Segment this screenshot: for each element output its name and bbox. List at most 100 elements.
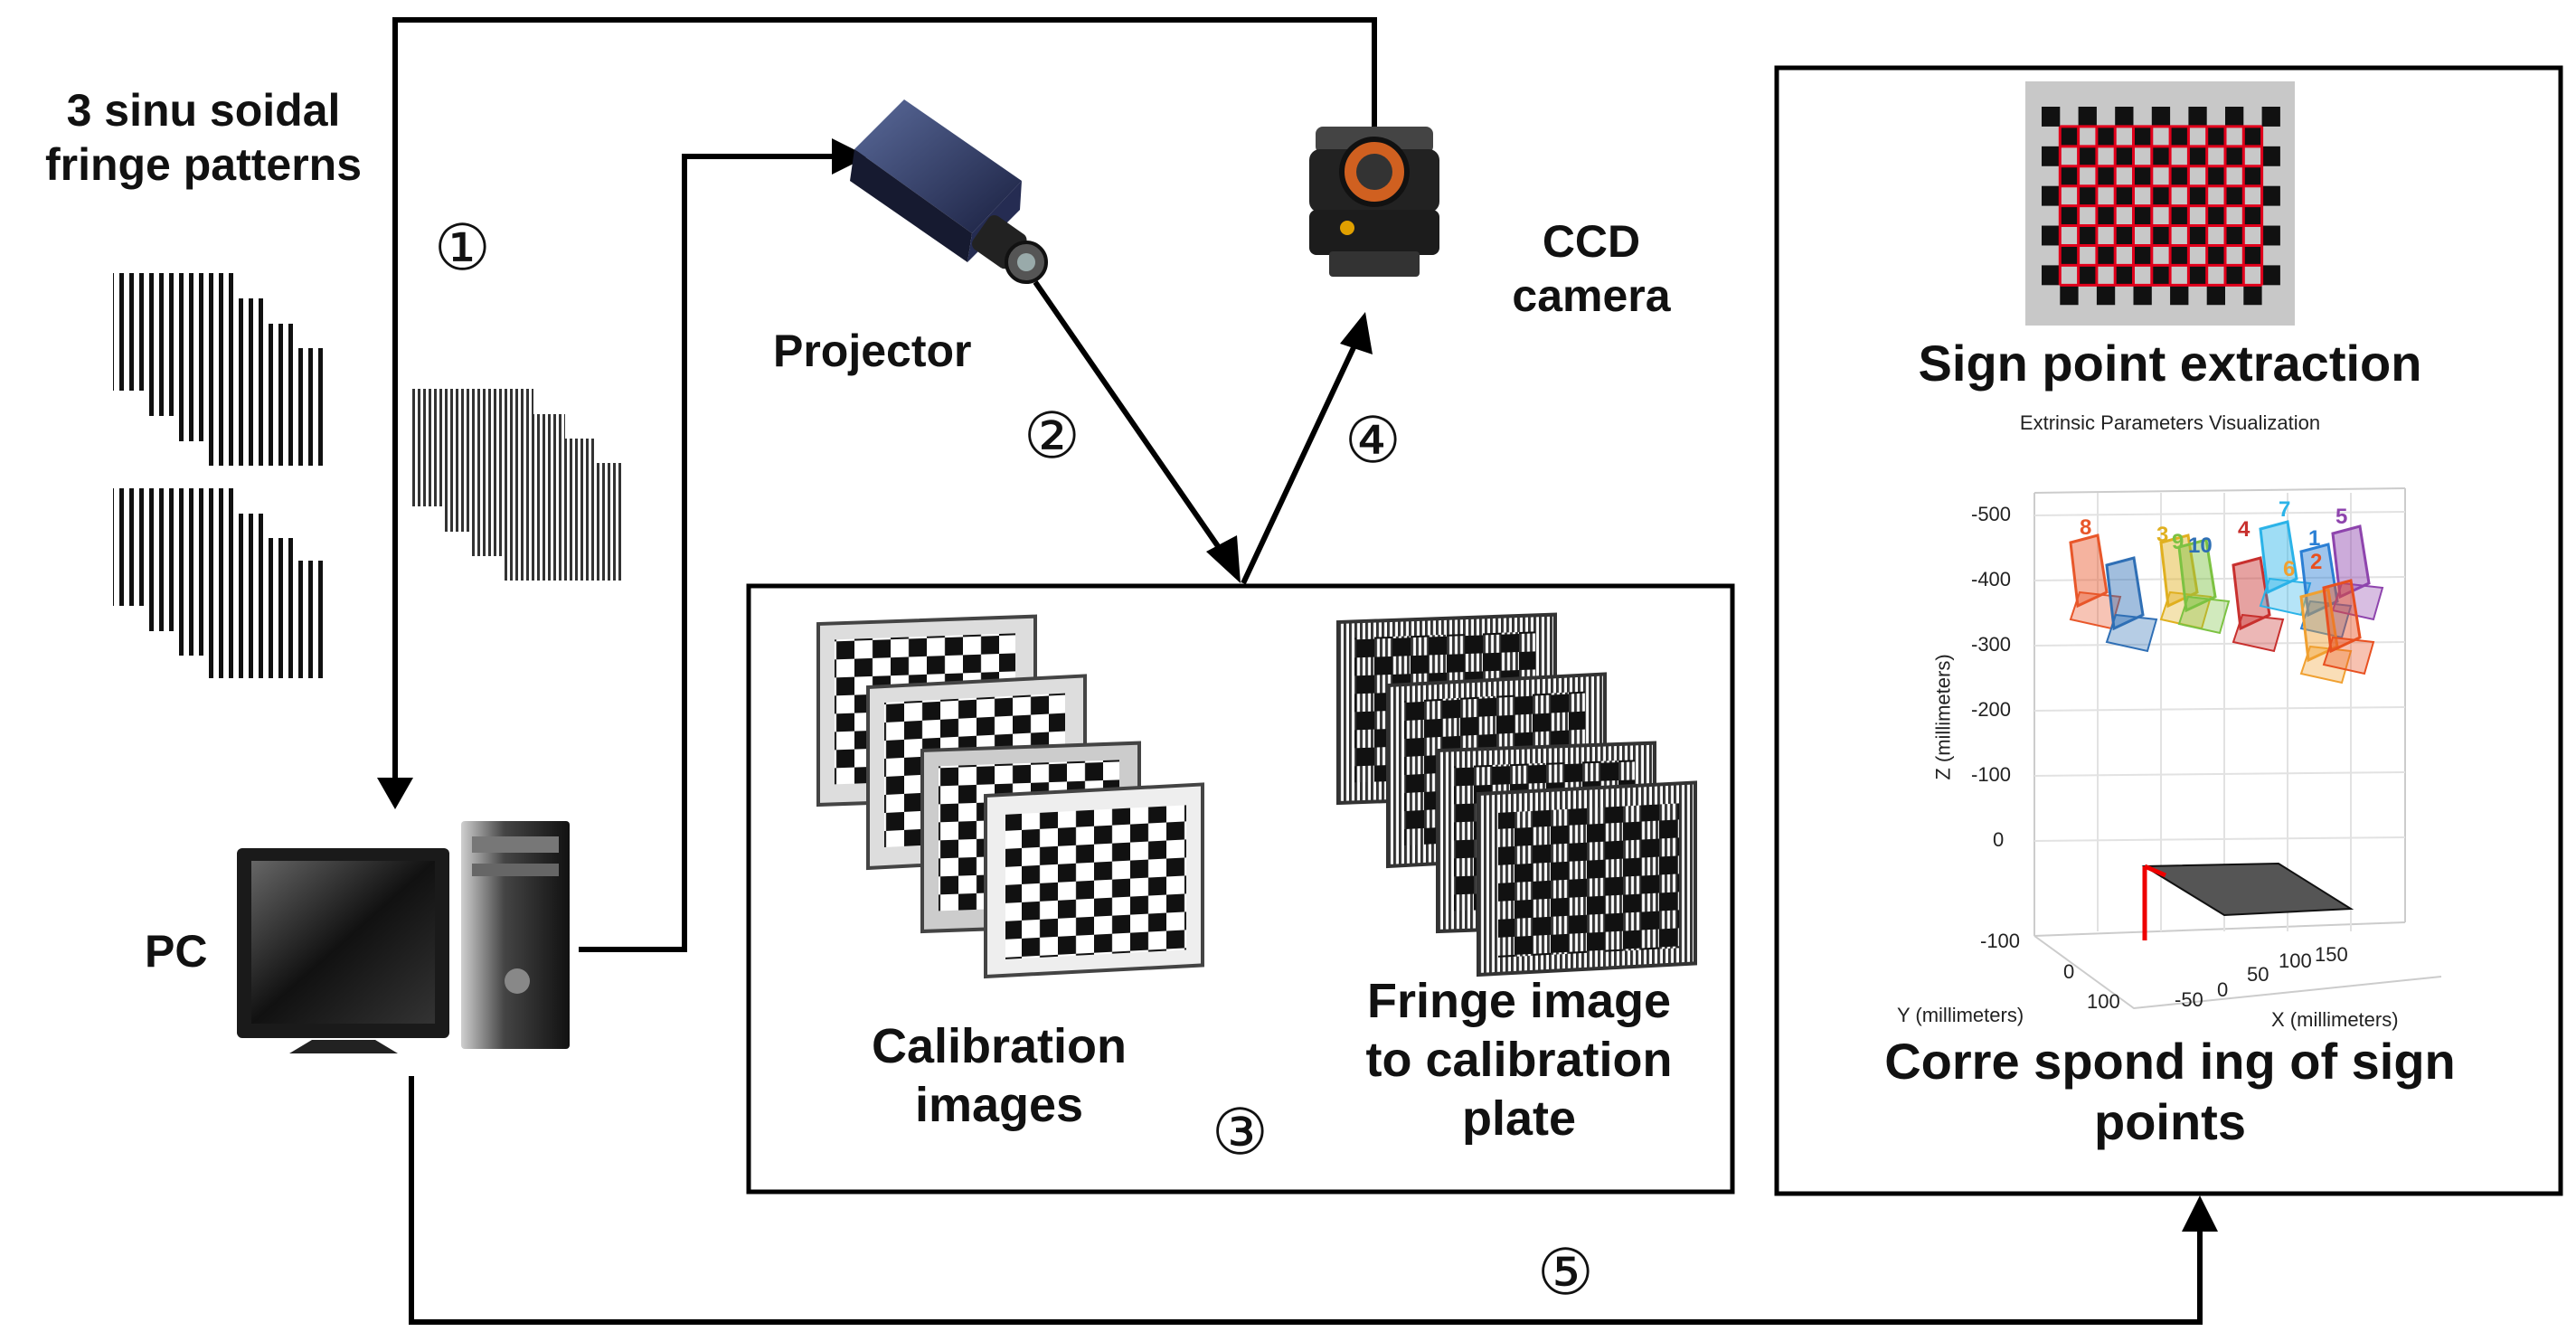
fringe-image-line1: Fringe image [1366, 974, 1672, 1028]
z-tick-label: -400 [1971, 568, 2012, 590]
camera-frustum [2331, 524, 2371, 600]
fringe-patterns-line2: fringe patterns [44, 139, 363, 190]
fringe-calibration-stack [1336, 612, 1697, 977]
calibration-box [746, 583, 1735, 1195]
arrowhead-board [1206, 535, 1241, 583]
projector-label: Projector [773, 326, 972, 376]
board-number-label: 1 [2308, 526, 2321, 551]
y-tick-label: -100 [1980, 930, 2021, 952]
arrow-camera-to-pc [392, 17, 1377, 787]
fringe-stack-1 [113, 273, 328, 466]
fringe-patterns-label: 3 sinu soidal fringe patterns [9, 83, 398, 192]
fringe-stack-3 [411, 389, 624, 581]
grid-line [2033, 641, 2406, 647]
camera-frustum [2232, 556, 2271, 631]
fringe-patterns-line1: 3 sinu soidal [66, 85, 341, 136]
fringe-image-line3: plate [1461, 1091, 1577, 1146]
board-number-label: 6 [2283, 557, 2296, 581]
extrinsic-plot [2033, 487, 2442, 1010]
grid-line [2033, 706, 2406, 712]
y-tick-label: 0 [2063, 960, 2075, 983]
board-number-label: 5 [2335, 505, 2348, 529]
step-2-label: ② [1024, 401, 1080, 471]
grid-line [2033, 771, 2406, 777]
fringe-image-label: Fringe image to calibration plate [1329, 972, 1709, 1147]
board-number-label: 4 [2238, 517, 2250, 542]
pc-monitor [237, 848, 449, 1053]
step-3-label: ③ [1212, 1097, 1269, 1167]
ccd-label-line2: camera [1512, 270, 1671, 321]
camera-frustum-base [2177, 595, 2231, 635]
board-plane [2141, 862, 2354, 917]
z-tick-label: -100 [1971, 763, 2012, 786]
results-box [1774, 65, 2563, 1196]
camera-frustum [2177, 538, 2217, 613]
x-tick-label: 0 [2217, 978, 2229, 1001]
ccd-camera-device [1309, 127, 1439, 277]
checkerboard-squares [2042, 107, 2280, 306]
camera-frustum-base [2331, 581, 2384, 621]
camera-frustum [2069, 534, 2109, 609]
camera-frustum-base [2322, 636, 2375, 675]
x-tick-label: 50 [2247, 963, 2269, 986]
step-1-label: ① [434, 212, 491, 283]
z-tick-label: -300 [1971, 633, 2012, 656]
camera-frustum-base [2232, 613, 2285, 653]
calibration-images-line1: Calibration [871, 1019, 1128, 1073]
calibration-images-line2: images [914, 1077, 1084, 1132]
x-tick-label: 150 [2315, 943, 2348, 966]
board-number-label: 8 [2080, 515, 2092, 540]
ccd-label-line1: CCD [1542, 216, 1641, 267]
camera-axis-x [2144, 864, 2166, 878]
camera-frustum-base [2259, 577, 2312, 617]
arrowhead-camera [1340, 312, 1373, 354]
arrowhead-projector [832, 138, 868, 175]
calibration-images-label: Calibration images [845, 1017, 1153, 1135]
corresponding-line2: points [2094, 1093, 2246, 1151]
corresponding-label: Corre spond ing of sign points [1795, 1031, 2545, 1152]
y-tick-label: 100 [2087, 990, 2120, 1013]
step-4-label: ④ [1345, 405, 1401, 476]
arrow-board-to-camera [1241, 340, 1359, 585]
x-tick-label: 100 [2279, 949, 2312, 972]
camera-frustum [2259, 520, 2298, 595]
arrow-pc-to-projector [579, 154, 832, 952]
camera-frustum [2299, 588, 2339, 663]
camera-frustum [2322, 579, 2362, 654]
camera-frustum-base [2105, 613, 2158, 653]
x-axis-label: X (millimeters) [2271, 1008, 2399, 1031]
board-number-label: 9 [2172, 530, 2184, 554]
z-axis-label: Z (millimeters) [1931, 654, 1955, 780]
projector-device [850, 99, 1048, 284]
y-axis-label: Y (millimeters) [1897, 1004, 2024, 1026]
z-tick-label: -200 [1971, 698, 2012, 721]
pc-label: PC [145, 926, 208, 977]
board-number-label: 10 [2188, 534, 2213, 558]
sign-point-extraction-label: Sign point extraction [1918, 335, 2422, 392]
calibration-image-stack [816, 614, 1204, 979]
fringe-stack-2 [113, 488, 328, 678]
arrow-pc-to-results [409, 1076, 2203, 1325]
arrow-projector-to-board [1033, 280, 1231, 562]
plot-title: Extrinsic Parameters Visualization [2019, 411, 2321, 434]
arrowhead-pc [377, 778, 413, 809]
board-number-label: 3 [2156, 523, 2169, 547]
x-tick-label: -50 [2175, 988, 2203, 1011]
grid-line [2033, 511, 2406, 516]
z-tick-label: 0 [1993, 828, 2005, 851]
arrowhead-results [2182, 1195, 2218, 1232]
pc-tower [461, 821, 570, 1049]
step-5-label: ⑤ [1537, 1237, 1594, 1308]
ccd-camera-label: CCD camera [1483, 214, 1700, 323]
corresponding-line1: Corre spond ing of sign [1884, 1033, 2456, 1090]
board-number-label: 7 [2279, 497, 2291, 522]
camera-frustum [2105, 556, 2145, 631]
grid-line [2033, 576, 2406, 581]
fringe-image-line2: to calibration [1365, 1032, 1673, 1087]
board-number-label: 2 [2310, 550, 2323, 574]
grid-line [2033, 836, 2406, 842]
z-tick-label: -500 [1971, 503, 2012, 525]
camera-frustum [2159, 534, 2199, 609]
